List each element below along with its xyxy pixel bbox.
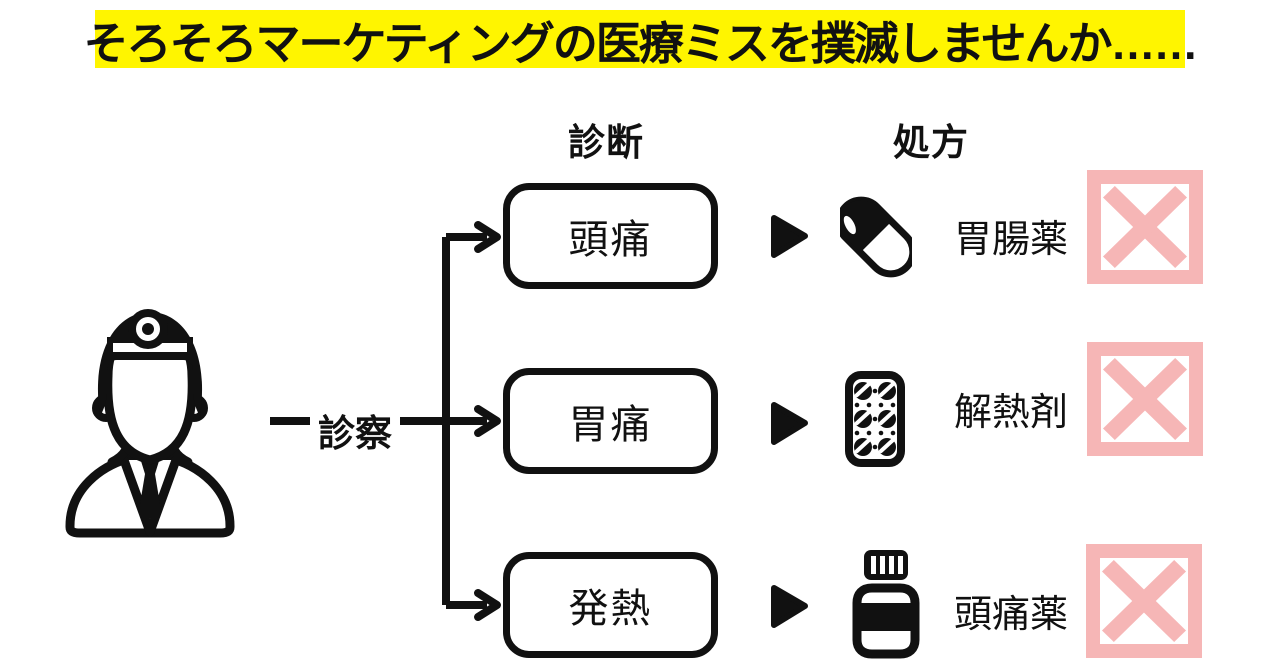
wrong-mark-icon <box>1087 170 1203 284</box>
doctor-with-head-mirror-icon <box>65 309 235 538</box>
blister-pack-icon <box>845 371 905 467</box>
arrow-triangle-icon <box>771 215 808 628</box>
diagnosis-label: 頭痛 <box>568 218 653 262</box>
column-header-prescription: 処方 <box>893 122 969 163</box>
perforation-dots <box>854 388 896 450</box>
prescription-label-antipyretic: 解熱剤 <box>954 392 1069 434</box>
wrong-mark-icon <box>1086 544 1202 658</box>
medicine-bottle-icon <box>852 550 920 659</box>
wrong-mark-icon <box>1087 342 1203 456</box>
diagnosis-box-headache: 頭痛 <box>503 183 718 289</box>
examination-label: 診察 <box>318 413 392 454</box>
column-header-diagnosis: 診断 <box>568 122 644 163</box>
diagnosis-label: 発熱 <box>568 587 653 631</box>
prescription-label-gastro: 胃腸薬 <box>954 219 1069 261</box>
diagnosis-label: 胃痛 <box>568 403 653 447</box>
diagnosis-box-fever: 発熱 <box>503 552 718 658</box>
diagnosis-box-stomachache: 胃痛 <box>503 368 718 474</box>
title-highlight-band: そろそろマーケティングの医療ミスを撲滅しませんか…… <box>83 10 1199 69</box>
capsule-icon <box>840 196 912 278</box>
page-title: そろそろマーケティングの医療ミスを撲滅しませんか…… <box>83 17 1198 69</box>
prescription-label-headache-med: 頭痛薬 <box>954 594 1069 636</box>
